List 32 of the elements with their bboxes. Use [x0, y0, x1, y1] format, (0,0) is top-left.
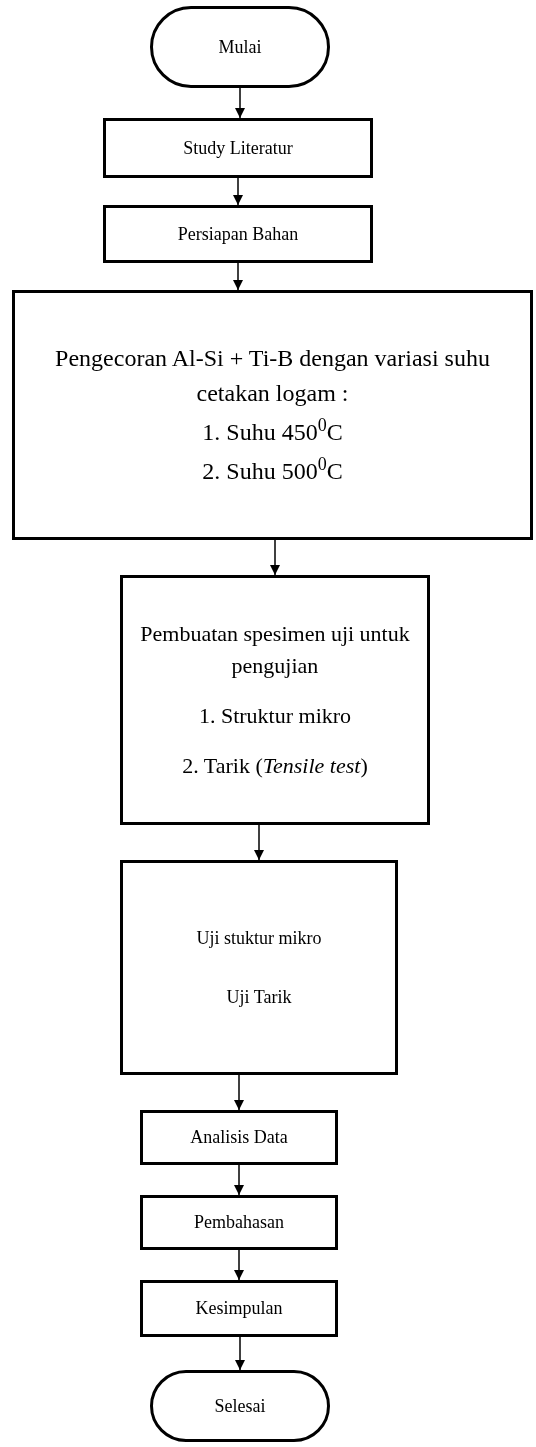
step-text: Pengecoran Al-Si + Ti-B dengan variasi suhu cetakan logam : [54, 344, 491, 409]
arrow [233, 1074, 245, 1111]
arrow [253, 824, 265, 861]
arrow [232, 177, 244, 206]
step-text: Uji stuktur mikro [196, 927, 322, 951]
arrow [232, 262, 244, 291]
arrow [233, 1249, 245, 1281]
arrow [234, 87, 246, 119]
process-box [140, 1280, 338, 1337]
step-text: Persiapan Bahan [177, 222, 299, 246]
step-text: 1. Suhu 450$^{0}$C [202, 415, 343, 447]
step-text: 1. Struktur mikro [198, 702, 352, 730]
step-text: Mulai [218, 35, 262, 59]
process-box [103, 205, 373, 263]
process-box [120, 575, 430, 825]
process-box [103, 118, 373, 178]
step-text: Study Literatur [183, 136, 293, 160]
step-text: Uji Tarik [226, 985, 292, 1009]
step-text: Kesimpulan [195, 1297, 283, 1321]
arrow [234, 1336, 246, 1371]
arrow [269, 539, 281, 576]
step-text: 2. Tarik (Tensile test) [182, 751, 368, 780]
step-text: 2. Suhu 500$^{0}$C [202, 453, 343, 486]
step-text: Selesai [214, 1394, 266, 1418]
process-box [140, 1110, 338, 1165]
process-box [140, 1195, 338, 1250]
step-text: Pembuatan spesimen uji untuk pengujian [139, 620, 411, 681]
arrow [233, 1164, 245, 1196]
step-text: Pembahasan [194, 1211, 284, 1235]
step-text: Analisis Data [190, 1126, 288, 1150]
process-box [12, 290, 533, 540]
process-box [120, 860, 398, 1075]
